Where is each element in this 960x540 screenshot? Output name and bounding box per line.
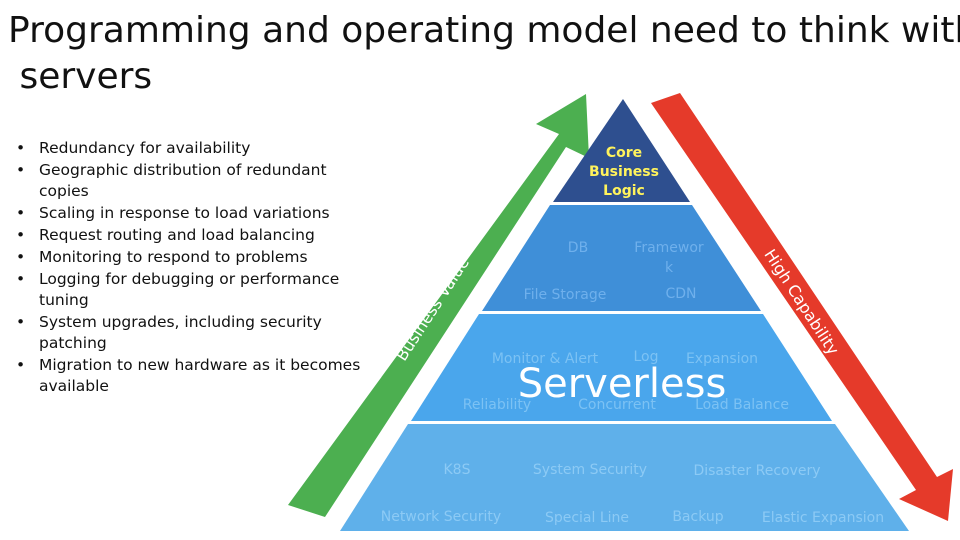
list-item: Redundancy for availability <box>16 138 376 159</box>
system-security-label: System Security <box>533 462 647 478</box>
log-label: Log <box>633 349 658 365</box>
file-storage-label: File Storage <box>524 287 607 303</box>
pyramid-top <box>553 99 690 202</box>
elastic-expansion-label: Elastic Expansion <box>762 510 884 526</box>
high-capability-arrow-shape <box>651 93 953 521</box>
core-label: Core <box>606 145 642 161</box>
disaster-recovery-label: Disaster Recovery <box>693 463 820 479</box>
list-item: System upgrades, including security patc… <box>16 312 376 354</box>
business-label: Business <box>589 164 659 180</box>
reliability-label: Reliability <box>463 397 531 413</box>
logic-label: Logic <box>603 183 645 199</box>
load-balance-label: Load Balance <box>695 397 789 413</box>
concurrent-label: Concurrent <box>578 397 656 413</box>
page-title: Programming and operating model need to … <box>8 10 960 97</box>
pyramid-tier-4 <box>340 424 909 531</box>
list-item: Migration to new hardware as it becomes … <box>16 355 376 397</box>
network-security-label: Network Security <box>381 509 501 525</box>
db-label: DB <box>568 240 588 256</box>
special-line-label: Special Line <box>545 510 629 526</box>
pyramid-tier-2 <box>482 205 761 311</box>
expansion-label: Expansion <box>686 351 758 367</box>
serverless-overlay: Serverless <box>518 361 727 407</box>
cdn-label: CDN <box>665 286 696 302</box>
bullet-list: Redundancy for availability Geographic d… <box>16 138 376 398</box>
framework-label-cont: k <box>665 260 674 276</box>
k8s-label: K8S <box>444 462 471 478</box>
list-item: Logging for debugging or performance tun… <box>16 269 376 311</box>
backup-label: Backup <box>672 509 723 525</box>
business-value-arrow-shape <box>288 94 589 517</box>
list-item: Geographic distribution of redundant cop… <box>16 160 376 202</box>
monitor-alert-label: Monitor & Alert <box>492 351 599 367</box>
list-item: Request routing and load balancing <box>16 225 376 246</box>
list-item: Scaling in response to load variations <box>16 203 376 224</box>
framework-label: Framewor <box>634 240 704 256</box>
list-item: Monitoring to respond to problems <box>16 247 376 268</box>
pyramid-tier-3 <box>411 314 832 421</box>
